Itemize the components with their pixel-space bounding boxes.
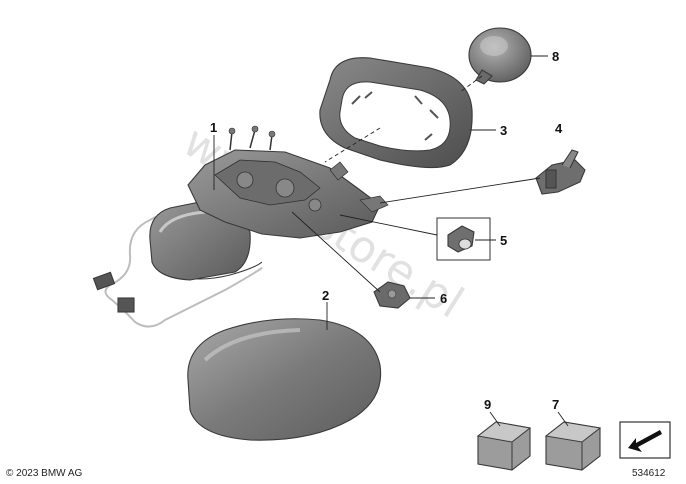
callout-6: 6: [440, 291, 447, 306]
part-5-socket: [436, 217, 491, 261]
callout-8: 8: [552, 49, 559, 64]
copyright-text: © 2023 BMW AG: [6, 468, 83, 479]
callout-5: 5: [500, 233, 507, 248]
part-6-sensor: [373, 281, 411, 309]
callout-1: 1: [210, 120, 217, 135]
part-3-mirror-frame: [319, 57, 473, 169]
callout-4: 4: [555, 121, 563, 136]
diagram-number: 534612: [632, 468, 666, 479]
callout-9: 9: [484, 397, 491, 412]
callouts: 1 2 3 4 5 6 7 8 9: [210, 49, 563, 412]
leader-lines: [213, 55, 569, 427]
callout-2: 2: [322, 288, 329, 303]
part-7-pad: [544, 421, 602, 471]
callout-7: 7: [552, 397, 559, 412]
part-9-pad: [476, 421, 532, 471]
part-2-mirror-cap: [187, 318, 382, 441]
assembly-lines: [324, 75, 483, 163]
callout-3: 3: [500, 123, 507, 138]
part-4-connector: [535, 149, 586, 195]
part-1-base-assembly: [92, 125, 389, 328]
orientation-arrow-icon: [619, 421, 671, 459]
part-8-motor: [468, 27, 532, 85]
